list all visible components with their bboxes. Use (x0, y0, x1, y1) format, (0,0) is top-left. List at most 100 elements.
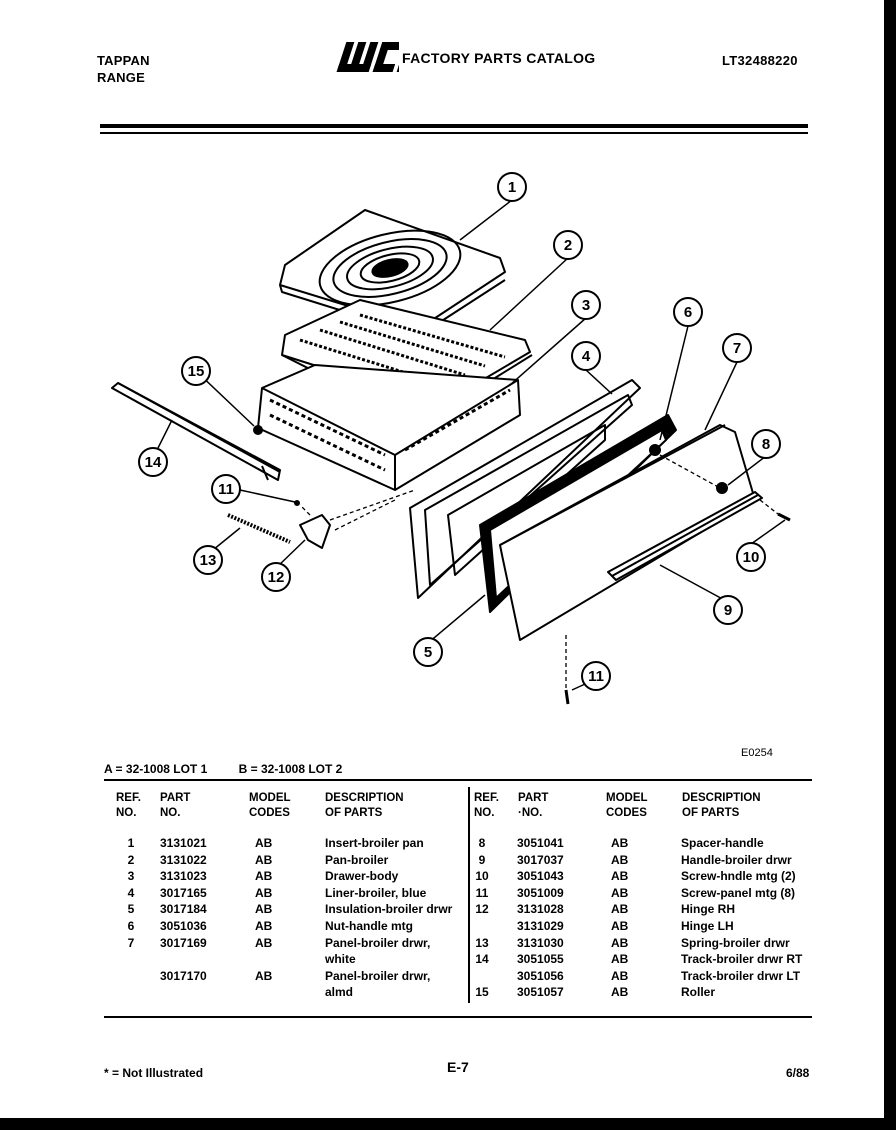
table-cell-desc: Pan-broiler (325, 852, 389, 867)
table-cell-ref: 15 (475, 985, 489, 1000)
table-cell-desc: Insert-broiler pan (325, 836, 424, 850)
table-cell-part: 3131023 (160, 869, 207, 884)
table-cell-desc: Hinge RH (681, 902, 735, 917)
lot-a: A = 32-1008 LOT 1 (104, 762, 208, 776)
callout-label: 6 (684, 304, 692, 321)
table-top-rule (104, 779, 812, 781)
table-cell-desc: Spring-broiler drwr (681, 935, 790, 950)
exploded-parts-diagram: 1 2 3 4 5 6 7 8 9 10 11 11 12 13 14 15 (111, 172, 791, 705)
lot-legend: A = 32-1008 LOT 1 B = 32-1008 LOT 2 (104, 762, 370, 776)
table-cell-ref: 5 (127, 902, 135, 917)
spring-drawing (227, 513, 291, 544)
table-cell-desc: white (325, 952, 356, 967)
header-rule-thin (100, 132, 808, 134)
footer-note: * = Not Illustrated (104, 1066, 204, 1080)
callout-7 (722, 333, 752, 363)
print-date: 6/88 (786, 1066, 810, 1080)
table-cell-desc: Liner-broiler, blue (325, 885, 427, 900)
callout-label: 14 (145, 454, 162, 471)
table-cell-ref: 13 (475, 935, 489, 950)
col-header-part-right: PART·NO. (518, 792, 549, 819)
table-cell-desc: Panel-broiler drwr, (325, 968, 431, 983)
diagram-code: E0254 (741, 747, 773, 759)
table-cell-codes: AB (255, 919, 273, 933)
callout-label: 5 (424, 644, 432, 661)
callout-8 (751, 429, 781, 459)
callout-label: 12 (268, 569, 285, 586)
table-cell-part: 3131021 (160, 836, 207, 850)
callout-label: 8 (762, 436, 770, 453)
table-cell-ref: 10 (475, 869, 489, 884)
table-cell-ref: 12 (475, 902, 489, 917)
table-cell-desc: Insulation-broiler drwr (325, 902, 453, 917)
table-cell-codes: AB (611, 869, 629, 884)
table-cell-part: 3051056 (517, 968, 564, 983)
table-cell-part: 3051043 (517, 869, 564, 884)
header-rule (100, 124, 808, 128)
table-cell-desc: Drawer-body (325, 869, 399, 884)
callout-label: 1 (508, 179, 516, 196)
callout-9 (713, 595, 743, 625)
table-cell-ref: 8 (478, 836, 486, 850)
callout-10 (736, 542, 766, 572)
table-cell-desc: Spacer-handle (681, 836, 764, 850)
table-cell-part: 3131030 (517, 935, 564, 950)
callout-label: 2 (564, 237, 572, 254)
callout-label: 4 (582, 348, 591, 365)
brand-block: TAPPAN RANGE (97, 52, 150, 86)
insert-broiler-pan-drawing (279, 209, 506, 336)
callout-label: 13 (200, 552, 217, 569)
callout-label: 15 (188, 363, 205, 380)
wci-logo (336, 42, 399, 72)
table-cell-part: 3051057 (517, 985, 564, 1000)
table-cell-ref: 3 (127, 869, 135, 884)
callout-13 (193, 545, 223, 575)
broiler-handle-drawing (607, 491, 763, 581)
table-cell-codes: AB (611, 836, 629, 850)
table-cell-part: 3051041 (517, 836, 564, 850)
callout-11a (211, 474, 241, 504)
table-cell-codes: AB (611, 919, 629, 933)
table-cell-ref: 4 (127, 885, 135, 900)
table-cell-part: 3051055 (517, 952, 564, 967)
callout-3 (571, 290, 601, 320)
table-cell-codes: AB (611, 935, 629, 950)
lot-b: B = 32-1008 LOT 2 (238, 762, 343, 776)
table-cell-ref: 9 (478, 852, 486, 867)
table-cell-ref: 6 (127, 919, 135, 933)
table-cell-ref: 2 (127, 852, 135, 867)
table-cell-ref: 7 (127, 935, 135, 950)
callout-label: 11 (218, 481, 234, 498)
table-cell-desc: Nut-handle mtg (325, 919, 413, 933)
table-cell-part: 3017184 (160, 902, 207, 917)
table-cell-part: 3017170 (160, 968, 207, 983)
table-cell-codes: AB (611, 985, 629, 1000)
callout-14 (138, 447, 168, 477)
col-header-ref: REF.NO. (116, 792, 141, 819)
table-cell-codes: AB (255, 885, 273, 900)
table-cell-desc: almd (325, 985, 354, 1000)
table-cell-desc: Panel-broiler drwr, (325, 935, 431, 950)
broiler-track-drawing (111, 382, 281, 481)
model-number: LT32488220 (722, 53, 798, 68)
table-cell-part: 3017165 (160, 885, 207, 900)
table-cell-desc: Roller (681, 985, 716, 1000)
table-center-rule (468, 787, 470, 1003)
catalog-page: TAPPAN RANGE FACTORY PARTS CATALOG LT324… (0, 0, 884, 1118)
table-cell-part: 3017169 (160, 935, 207, 950)
table-cell-desc: Screw-hndle mtg (2) (681, 869, 796, 884)
callout-11b (581, 661, 611, 691)
table-cell-codes: AB (611, 885, 629, 900)
page-number: E-7 (447, 1059, 469, 1075)
table-cell-part: 3051009 (517, 885, 564, 900)
callout-15 (181, 356, 211, 386)
table-cell-codes: AB (611, 902, 629, 917)
callout-4 (571, 341, 601, 371)
callout-5 (413, 637, 443, 667)
drawer-body-drawing (257, 364, 521, 491)
callout-6 (673, 297, 703, 327)
